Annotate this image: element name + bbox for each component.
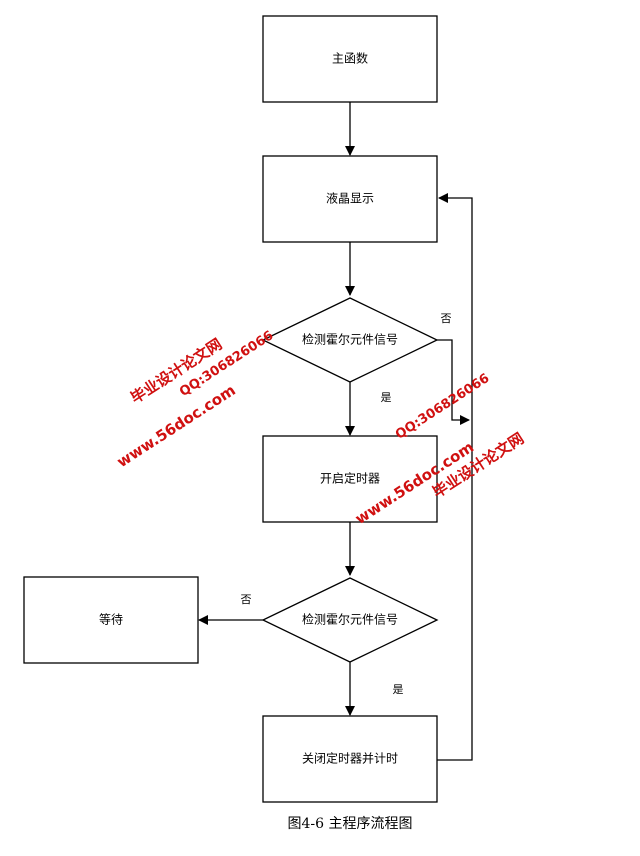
edge-check1-no-to-loop — [437, 339, 470, 425]
node-main-function: 主函数 — [262, 15, 438, 103]
connectors — [198, 102, 473, 761]
node-start-timer: 开启定时器 — [262, 435, 438, 523]
node-check-hall-1: 检测霍尔元件信号 — [261, 297, 439, 383]
node-stop-timer-label: 关闭定时器并计时 — [302, 751, 398, 766]
node-check-hall-2-label: 检测霍尔元件信号 — [302, 612, 398, 627]
edge-stop-timer-loop-to-lcd — [437, 193, 473, 761]
node-stop-timer: 关闭定时器并计时 — [262, 715, 438, 803]
node-lcd-display-label: 液晶显示 — [326, 191, 374, 206]
node-main-function-label: 主函数 — [332, 51, 368, 66]
edge-label-no-1: 否 — [441, 312, 452, 325]
node-start-timer-label: 开启定时器 — [320, 471, 380, 486]
process-box — [262, 715, 438, 803]
edge-label-no-2: 否 — [241, 593, 252, 606]
node-wait: 等待 — [23, 576, 199, 664]
watermark-left: 毕业设计论文网 QQ:306826066 www.56doc.com — [114, 328, 277, 471]
process-box — [262, 435, 438, 523]
process-box — [23, 576, 199, 664]
node-check-hall-2: 检测霍尔元件信号 — [261, 577, 439, 663]
edge-label-yes-1: 是 — [381, 391, 392, 404]
process-box — [262, 155, 438, 243]
process-box — [262, 15, 438, 103]
figure-caption: 图4-6 主程序流程图 — [288, 816, 413, 832]
node-wait-label: 等待 — [99, 613, 123, 627]
decision-diamond — [261, 297, 439, 383]
node-lcd-display: 液晶显示 — [262, 155, 438, 243]
node-check-hall-1-label: 检测霍尔元件信号 — [302, 332, 398, 347]
watermark-qq: QQ:306826066 — [393, 371, 492, 443]
edge-label-yes-2: 是 — [393, 683, 404, 696]
decision-diamond — [261, 577, 439, 663]
